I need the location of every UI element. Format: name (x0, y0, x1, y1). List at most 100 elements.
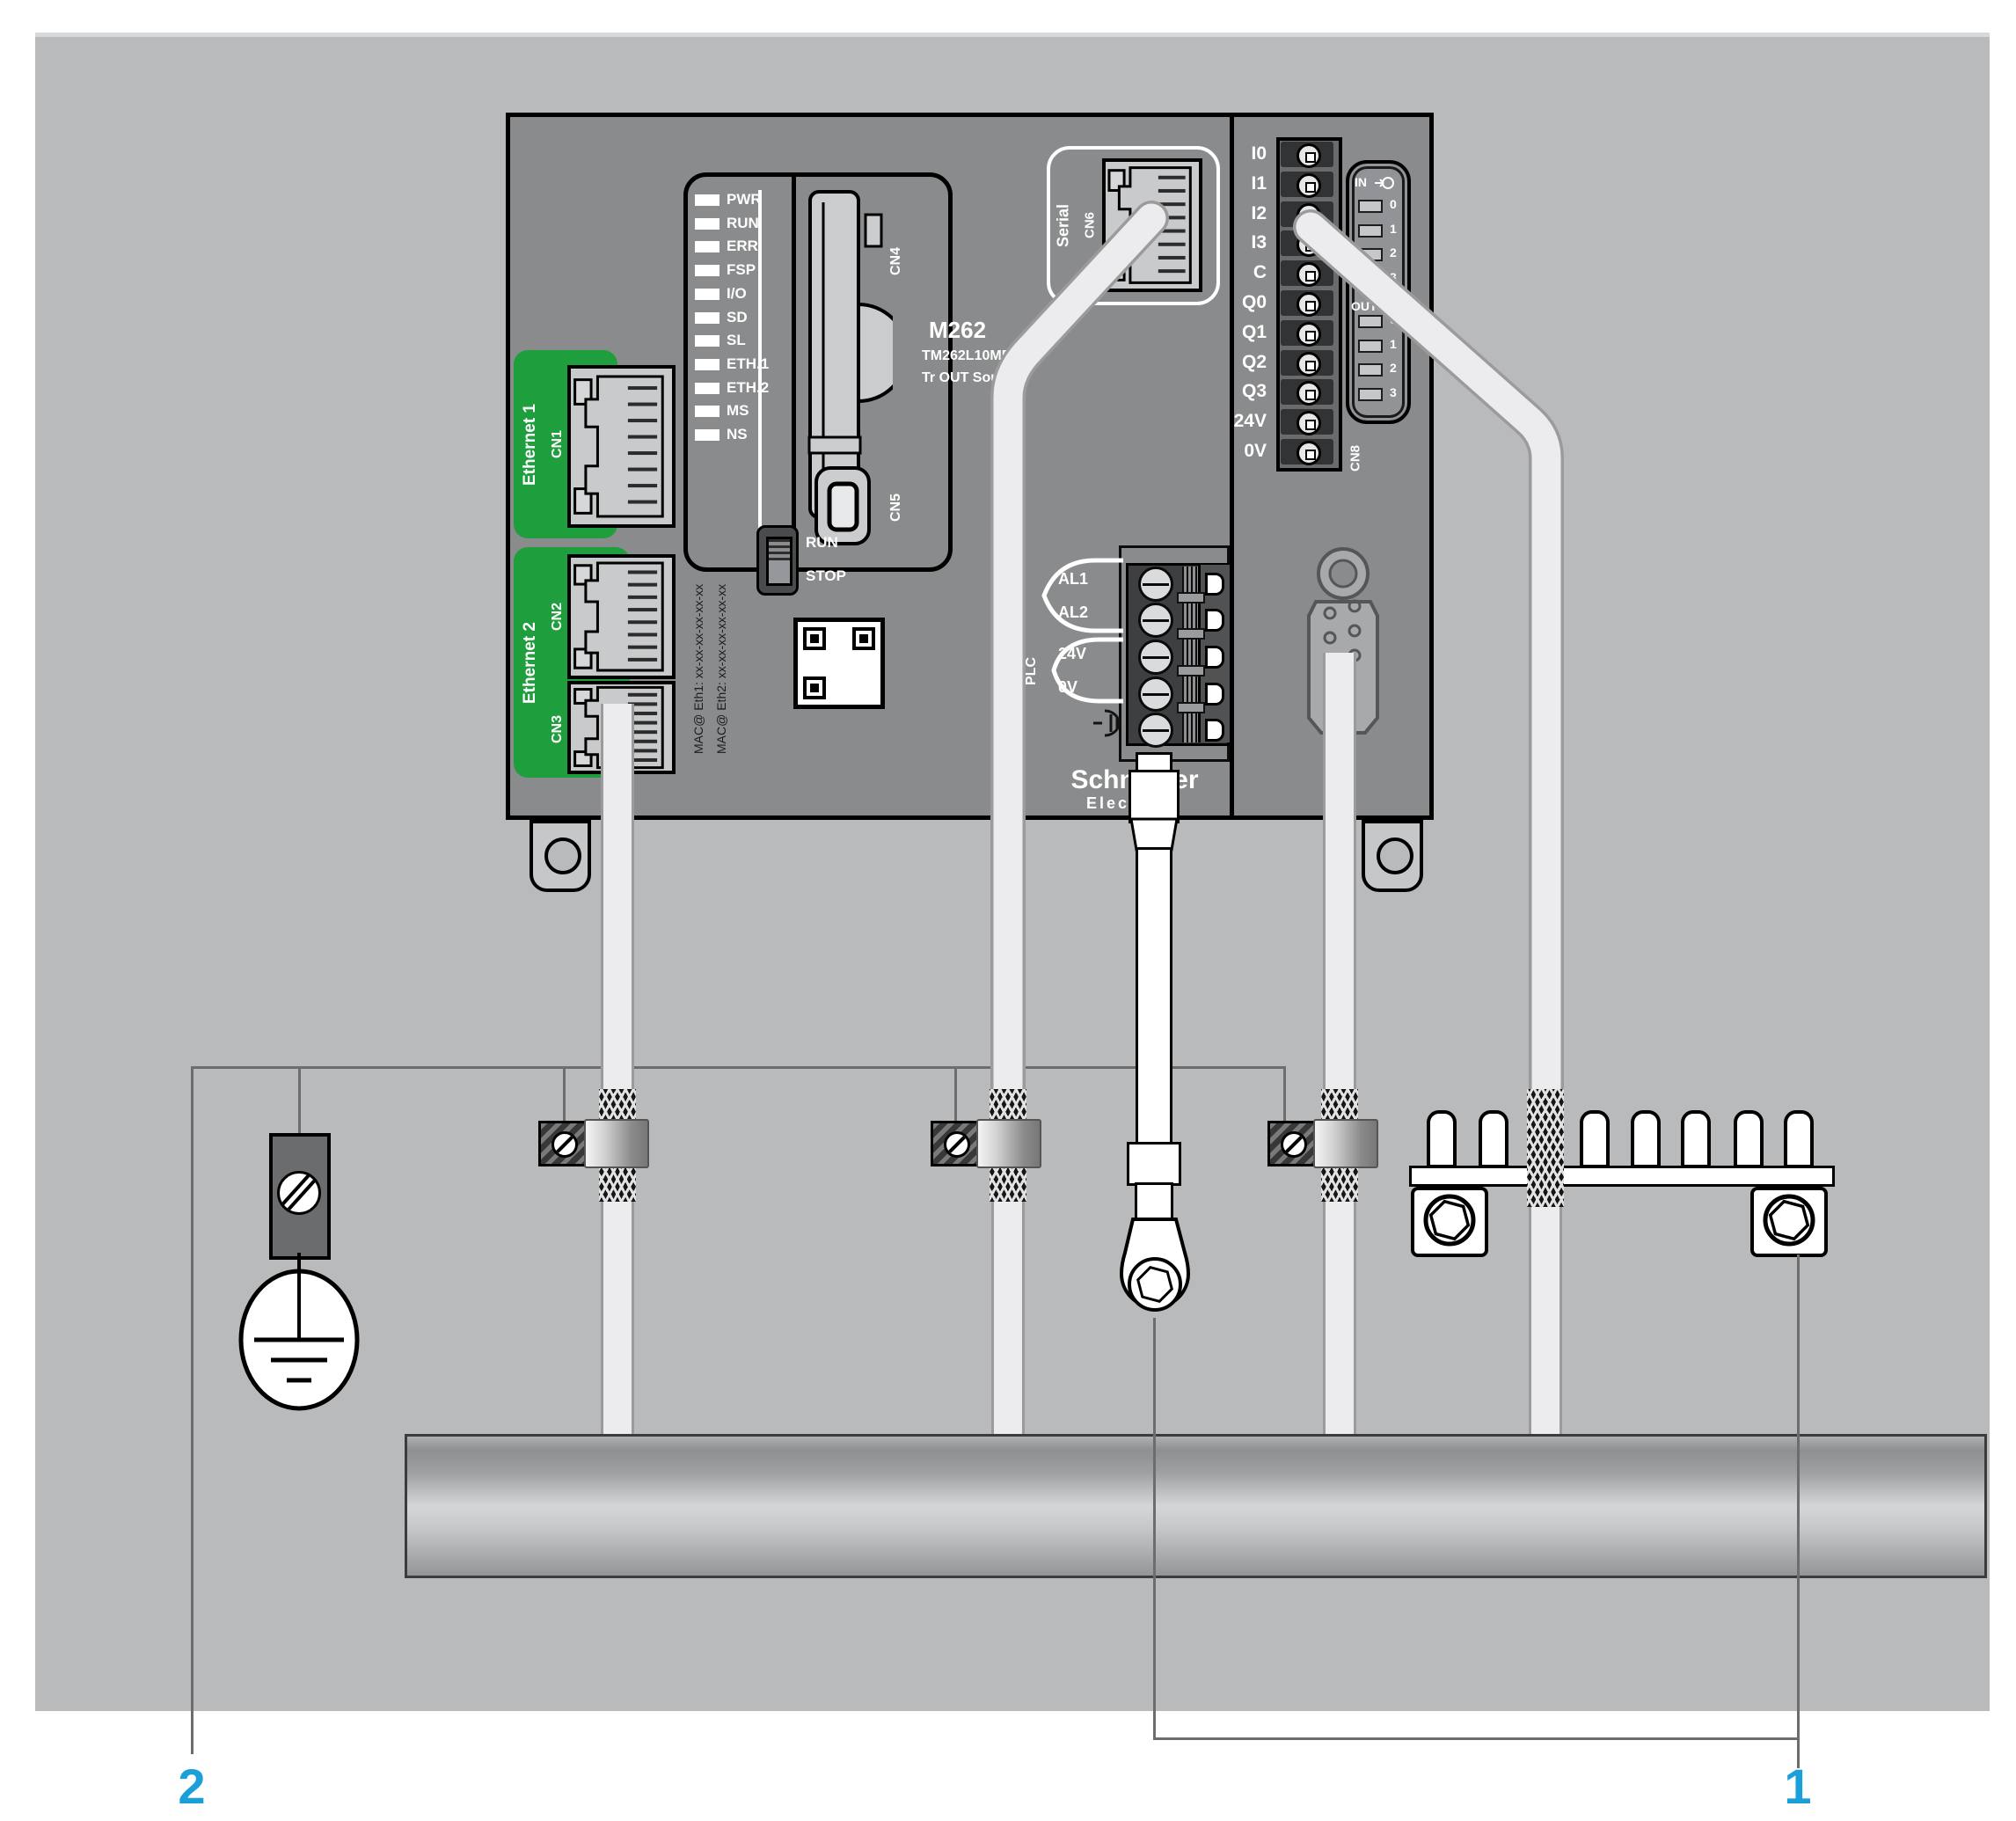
terminal-screw (1297, 351, 1321, 377)
power-label: 0V (1058, 678, 1078, 696)
io-led (1358, 200, 1383, 213)
cable-cn3-lower (601, 1198, 634, 1443)
terminal-screw (1297, 321, 1321, 347)
cable-io (1293, 209, 1564, 1108)
screw-slot (554, 1134, 575, 1155)
ground-cable-ferrule-2 (1127, 1142, 1181, 1186)
callout-1: 1 (1784, 1759, 1812, 1814)
terminal-screw (1297, 262, 1321, 288)
io-led-number: 0 (1390, 197, 1397, 211)
stop-label: STOP (806, 567, 846, 584)
cable-io-lower (1529, 1203, 1562, 1443)
power-label: AL1 (1058, 570, 1089, 588)
power-screw (1138, 676, 1173, 712)
wire-hook (1205, 646, 1224, 669)
comb-tooth (1479, 1110, 1508, 1168)
callout-2: 2 (178, 1759, 206, 1814)
screw-slot (1143, 583, 1169, 586)
power-screw (1138, 567, 1173, 602)
protective-earth-symbol (238, 1253, 360, 1411)
shield-clamp (1313, 1119, 1378, 1168)
io-led-number: 3 (1390, 269, 1397, 284)
terminal-screw (1297, 292, 1321, 317)
comb-tooth (1427, 1110, 1457, 1168)
in-arrow-icon (1375, 177, 1394, 189)
ethernet1-label: Ethernet 1 (521, 404, 539, 486)
comb-tooth (1681, 1110, 1711, 1168)
pe-terminal-screw (277, 1171, 321, 1215)
mac-eth1: MAC@ Eth1: xx-xx-xx-xx-xx-xx (691, 583, 705, 754)
screw-detail (1305, 152, 1316, 163)
ear-hole (544, 837, 581, 874)
qr-finder (803, 676, 826, 699)
io-led (1358, 339, 1383, 353)
screw-slot (1143, 693, 1169, 696)
cn4-label: CN4 (888, 247, 903, 276)
qr-finder (803, 627, 826, 650)
comb-tooth (1734, 1110, 1764, 1168)
qr-finder (852, 627, 875, 650)
status-led-label: FSP (727, 261, 756, 279)
terminal-label: Q0 (1241, 292, 1267, 312)
bus-drop-pe (298, 1068, 301, 1137)
io-led (1358, 223, 1383, 238)
screw-detail (1305, 420, 1316, 431)
clamp-tab (1177, 592, 1205, 603)
comb-tooth (1631, 1110, 1661, 1168)
bus-drop-clamp3 (1283, 1066, 1286, 1124)
screw-slot (946, 1134, 968, 1155)
callout-2-line (191, 1066, 194, 1754)
status-led (695, 265, 719, 277)
status-led-label: I/O (727, 284, 747, 302)
terminal-label: I2 (1251, 202, 1267, 223)
power-label: AL2 (1058, 603, 1089, 621)
terminal-label: Q1 (1241, 321, 1267, 342)
screw-detail (1305, 330, 1316, 341)
clamp-tab (1177, 702, 1205, 713)
wire-hook (1205, 683, 1224, 706)
callout-1-line-right (1797, 1254, 1800, 1768)
comb-tooth (1580, 1110, 1610, 1168)
shield-clamp (584, 1119, 649, 1168)
grounded-metal-bar (405, 1434, 1987, 1578)
power-screw (1138, 640, 1173, 675)
clamp-tab (1177, 665, 1205, 676)
serial-port-outline (1047, 146, 1220, 305)
screw-detail (1305, 181, 1316, 193)
io-led (1358, 387, 1383, 401)
status-led (695, 358, 719, 370)
comb-tooth (1784, 1110, 1814, 1168)
screw-detail (1305, 450, 1316, 460)
clamp-screw (944, 1131, 970, 1158)
status-led-label: RUN (727, 214, 759, 231)
status-led-label: SL (727, 332, 746, 349)
qr-code (793, 618, 885, 709)
ground-bus-line (192, 1066, 1286, 1069)
terminal-label: Q2 (1241, 351, 1267, 372)
power-screw (1138, 603, 1173, 638)
clamp-screw (1281, 1131, 1307, 1158)
io-led (1358, 315, 1383, 328)
run-label: RUN (806, 534, 838, 551)
callout-1-line-left (1153, 1318, 1156, 1740)
ground-cable-ferrule-1 (1129, 770, 1180, 823)
mounting-ear-right (1362, 820, 1423, 892)
terminal-screw (1297, 441, 1321, 465)
io-led-number: 3 (1390, 384, 1397, 399)
mac-eth2: MAC@ Eth2: xx-xx-xx-xx-xx-xx (714, 583, 728, 754)
status-led (695, 382, 719, 394)
power-label: 24V (1058, 645, 1087, 662)
bus-drop-clamp2 (954, 1068, 957, 1124)
wire-clamp-stripes (1182, 567, 1198, 742)
power-screw (1138, 713, 1173, 748)
terminal-label: 24V (1233, 411, 1267, 432)
cable-serial-lower (991, 1198, 1025, 1443)
status-led (695, 429, 719, 441)
screw-detail (1305, 390, 1316, 401)
model-series: M262 (929, 317, 987, 343)
screw-detail (1305, 271, 1316, 282)
ring-terminal (1119, 1218, 1191, 1312)
knob-ridges (769, 539, 790, 560)
io-led-number: 2 (1390, 361, 1397, 375)
